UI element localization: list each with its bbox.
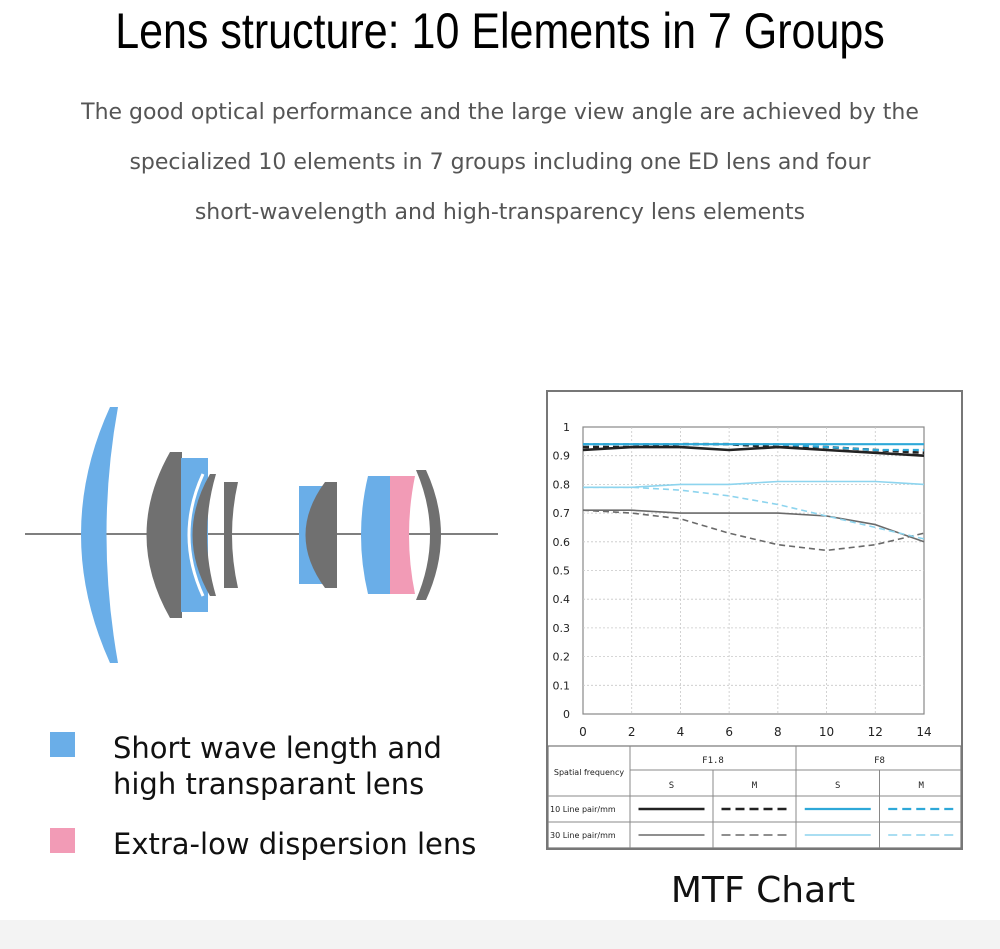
- mtf-y-tick-label: 0.9: [553, 450, 571, 463]
- mtf-x-tick-label: 4: [677, 725, 685, 739]
- mtf-x-tick-label: 2: [628, 725, 636, 739]
- mtf-y-tick-label: 0.6: [553, 536, 571, 549]
- legend-label-line-1: Short wave length and: [113, 731, 442, 765]
- bottom-band: [0, 920, 1000, 949]
- mtf-x-tick-label: 12: [868, 725, 883, 739]
- lens-element-4: [192, 474, 216, 596]
- mtf-y-tick-label: 0.8: [553, 478, 571, 491]
- lens-element-7: [305, 482, 337, 588]
- lens-gap-arc: [187, 473, 205, 597]
- mtf-series-line: [582, 445, 925, 457]
- page-title: Lens structure: 10 Elements in 7 Groups: [115, 3, 885, 59]
- mtf-x-tick-label: 6: [725, 725, 733, 739]
- description-line-1: The good optical performance and the lar…: [81, 100, 919, 125]
- legend-ed: Extra-low dispersion lens: [50, 826, 476, 862]
- lens-element-5: [224, 482, 238, 588]
- mtf-table-aperture: F8: [874, 756, 885, 766]
- mtf-y-tick-label: 0.3: [553, 622, 571, 635]
- mtf-table-row-label: 10 Line pair/mm: [550, 805, 616, 814]
- mtf-table-sub-label: S: [669, 781, 674, 791]
- mtf-x-tick-label: 14: [916, 725, 931, 739]
- lens-element-1: [81, 407, 118, 663]
- description-line-2: specialized 10 elements in 7 groups incl…: [129, 150, 871, 175]
- mtf-y-tick-label: 0.2: [553, 651, 571, 664]
- lens-structure-diagram: [25, 407, 498, 663]
- lens-element-9-ed: [390, 476, 415, 594]
- legend-label-short-wave: Short wave length and high transparant l…: [113, 730, 442, 802]
- mtf-x-tick-label: 8: [774, 725, 782, 739]
- mtf-series-line: [583, 509, 925, 543]
- mtf-table-sub-label: M: [919, 781, 925, 791]
- lens-element-2: [146, 452, 182, 618]
- mtf-table-sub-label: S: [835, 781, 840, 791]
- legend-swatch-pink: [50, 828, 75, 853]
- legend-label-line-ed: Extra-low dispersion lens: [113, 827, 477, 861]
- mtf-table-row-label: 30 Line pair/mm: [550, 831, 616, 840]
- mtf-y-tick-label: 0: [563, 708, 570, 721]
- mtf-series-line: [583, 480, 925, 489]
- mtf-table-aperture: F1.8: [702, 756, 724, 766]
- mtf-y-tick-label: 0.5: [553, 565, 571, 578]
- mtf-series-line: [582, 509, 925, 552]
- mtf-series-line: [583, 486, 925, 540]
- mtf-x-tick-label: 10: [819, 725, 834, 739]
- mtf-x-tick-label: 0: [579, 725, 587, 739]
- mtf-y-tick-label: 1: [563, 421, 570, 434]
- mtf-y-tick-label: 0.4: [553, 593, 571, 606]
- legend-short-wave: Short wave length and high transparant l…: [50, 730, 442, 802]
- legend-swatch-blue: [50, 732, 75, 757]
- legend-label-ed: Extra-low dispersion lens: [113, 826, 476, 862]
- mtf-table-sub-label: M: [752, 781, 758, 791]
- mtf-y-tick-label: 0.1: [553, 679, 571, 692]
- mtf-series-line: [583, 443, 924, 452]
- lens-element-8: [361, 476, 390, 594]
- description: The good optical performance and the lar…: [0, 88, 1000, 238]
- mtf-table-header-label: Spatial frequency: [554, 768, 624, 777]
- mtf-legend-table: [547, 745, 962, 849]
- lens-element-10: [416, 470, 441, 600]
- mtf-chart-frame: [546, 390, 963, 850]
- mtf-caption: MTF Chart: [670, 870, 856, 911]
- mtf-y-tick-label: 0.7: [553, 507, 571, 520]
- description-line-3: short-wavelength and high-transparency l…: [194, 200, 806, 225]
- legend-label-line-2: high transparant lens: [113, 767, 425, 801]
